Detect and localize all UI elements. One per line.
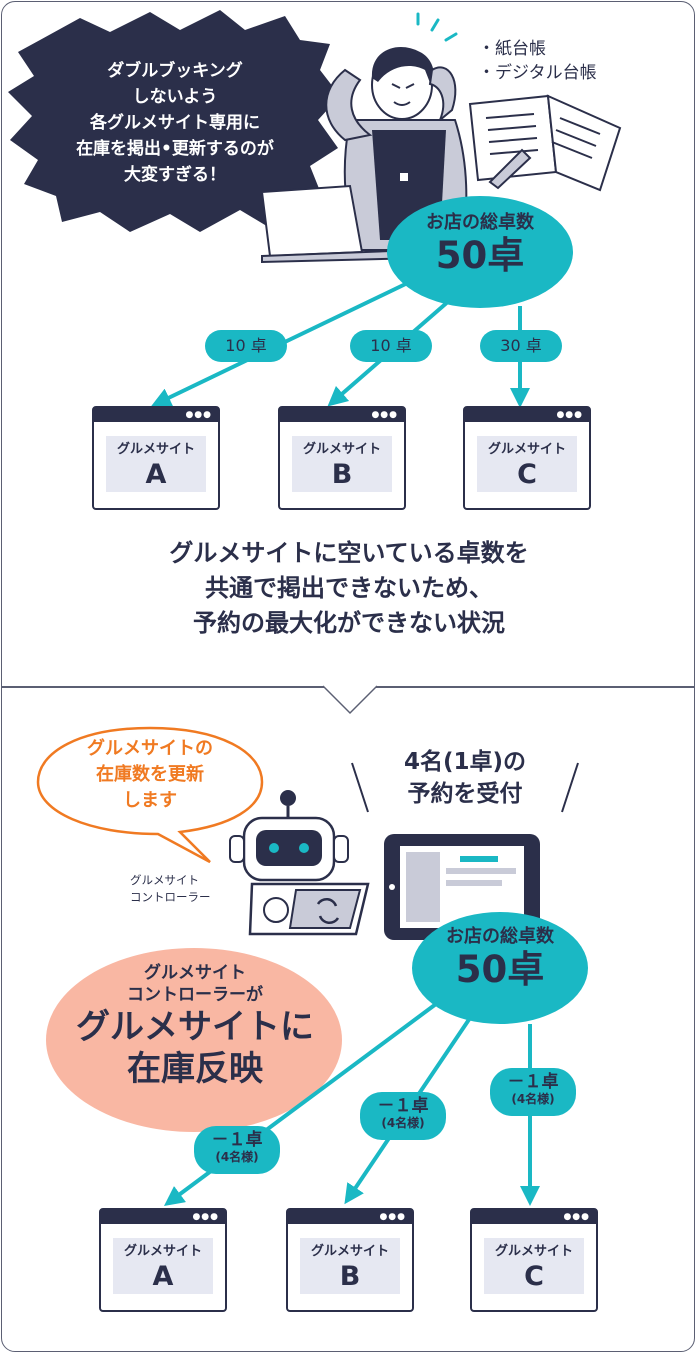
problem-statement: グルメサイトに空いている卓数を 共通で掲出できないため、 予約の最大化ができない… bbox=[169, 539, 529, 637]
site-name: グルメサイト bbox=[123, 1244, 202, 1259]
controller-label: グルメサイト コントローラー bbox=[130, 873, 211, 904]
arrow-to-site-a bbox=[150, 276, 419, 407]
gourmet-site-b-bottom: ●●● グルメサイト B bbox=[286, 1208, 414, 1312]
allocation-badge-a: 10 卓 bbox=[205, 330, 287, 362]
complaint-burst bbox=[8, 10, 340, 232]
deduction-badge-b: －１卓 (4名様) bbox=[360, 1092, 446, 1140]
ledger-book-icon bbox=[468, 94, 622, 192]
window-dots-icon: ●●● bbox=[556, 410, 583, 420]
deduction-badge-a: －１卓 (4名様) bbox=[194, 1126, 280, 1174]
window-dots-icon: ●●● bbox=[379, 1212, 406, 1222]
laptop-icon bbox=[260, 184, 426, 264]
gourmet-site-c-bottom: ●●● グルメサイト C bbox=[470, 1208, 598, 1312]
site-name: グルメサイト bbox=[487, 442, 566, 457]
total-tables-bottom: お店の総卓数 50卓 bbox=[446, 926, 554, 991]
window-dots-icon: ●●● bbox=[185, 410, 212, 420]
site-letter: C bbox=[517, 459, 537, 490]
total-tables-bubble-bottom bbox=[412, 912, 588, 1024]
down-notch-icon bbox=[323, 685, 377, 715]
allocation-badge-b: 10 卓 bbox=[350, 330, 432, 362]
site-letter: B bbox=[331, 459, 353, 490]
total-tables-bubble bbox=[387, 196, 573, 308]
gourmet-site-a-bottom: ●●● グルメサイト A bbox=[99, 1208, 227, 1312]
window-dots-icon: ●●● bbox=[371, 410, 398, 420]
site-name: グルメサイト bbox=[310, 1244, 389, 1259]
site-name: グルメサイト bbox=[116, 442, 195, 457]
allocation-badge-c: 30 卓 bbox=[480, 330, 562, 362]
reflect-blob bbox=[46, 948, 342, 1132]
site-name: グルメサイト bbox=[494, 1244, 573, 1259]
gourmet-site-b: ●●● グルメサイト B bbox=[278, 406, 406, 510]
complaint-text: ダブルブッキング しないよう 各グルメサイト専用に 在庫を掲出•更新するのが 大… bbox=[76, 61, 274, 185]
update-speech-bubble bbox=[36, 726, 264, 864]
reflect-message: グルメサイト コントローラーが グルメサイトに 在庫反映 bbox=[76, 963, 314, 1089]
window-dots-icon: ●●● bbox=[563, 1212, 590, 1222]
total-tables: お店の総卓数 50卓 bbox=[426, 212, 534, 277]
robot-icon bbox=[229, 790, 349, 882]
controller-device-icon bbox=[248, 882, 370, 936]
site-letter: A bbox=[145, 459, 167, 490]
update-bubble-text: グルメサイトの 在庫数を更新 します bbox=[87, 738, 213, 811]
slash-right-icon bbox=[561, 762, 579, 813]
gourmet-site-c: ●●● グルメサイト C bbox=[463, 406, 591, 510]
ledger-list: ・紙台帳 ・デジタル台帳 bbox=[478, 37, 597, 85]
ledger-item: ・紙台帳 bbox=[478, 39, 546, 59]
site-name: グルメサイト bbox=[302, 442, 381, 457]
gourmet-site-a: ●●● グルメサイト A bbox=[92, 406, 220, 510]
deduction-badge-c: －１卓 (4名様) bbox=[490, 1068, 576, 1116]
site-letter: B bbox=[339, 1261, 361, 1292]
window-dots-icon: ●●● bbox=[192, 1212, 219, 1222]
booking-received: 4名(1卓)の 予約を受付 bbox=[403, 749, 527, 807]
slash-left-icon bbox=[351, 762, 369, 813]
site-letter: A bbox=[152, 1261, 174, 1292]
ledger-item: ・デジタル台帳 bbox=[478, 63, 597, 83]
site-letter: C bbox=[524, 1261, 544, 1292]
